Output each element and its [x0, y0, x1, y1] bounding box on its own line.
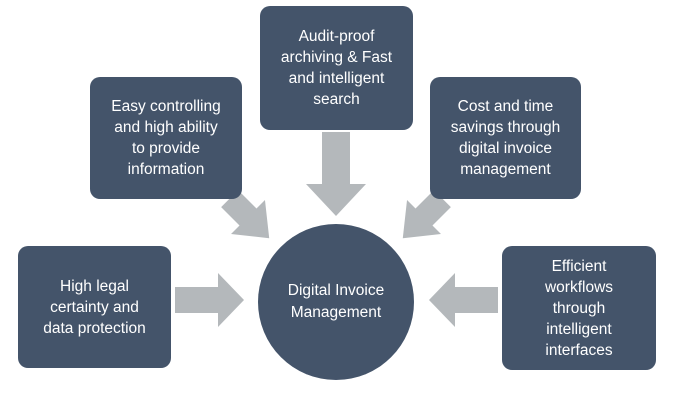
node-top-label: Audit-proof archiving & Fast and intelli… [280, 28, 393, 108]
node-center: Digital Invoice Management [258, 224, 414, 380]
node-top: Audit-proof archiving & Fast and intelli… [260, 6, 413, 130]
node-left-label: High legal certainty and data protection [43, 277, 146, 337]
arrow-top-left [221, 190, 270, 239]
arrow-left [175, 273, 244, 327]
node-right-label: Efficient workflows through intelligent … [544, 257, 614, 359]
node-right: Efficient workflows through intelligent … [502, 246, 656, 370]
node-center-label: Digital Invoice Management [287, 282, 385, 321]
arrow-right [429, 273, 498, 327]
arrow-top-right [402, 190, 451, 239]
node-top-left-label: Easy controlling and high ability to pro… [111, 98, 221, 178]
node-top-right: Cost and time savings through digital in… [430, 77, 581, 199]
arrow-top [306, 132, 366, 216]
node-top-left: Easy controlling and high ability to pro… [90, 77, 242, 199]
node-top-right-label: Cost and time savings through digital in… [450, 98, 561, 178]
node-left: High legal certainty and data protection [18, 246, 171, 368]
